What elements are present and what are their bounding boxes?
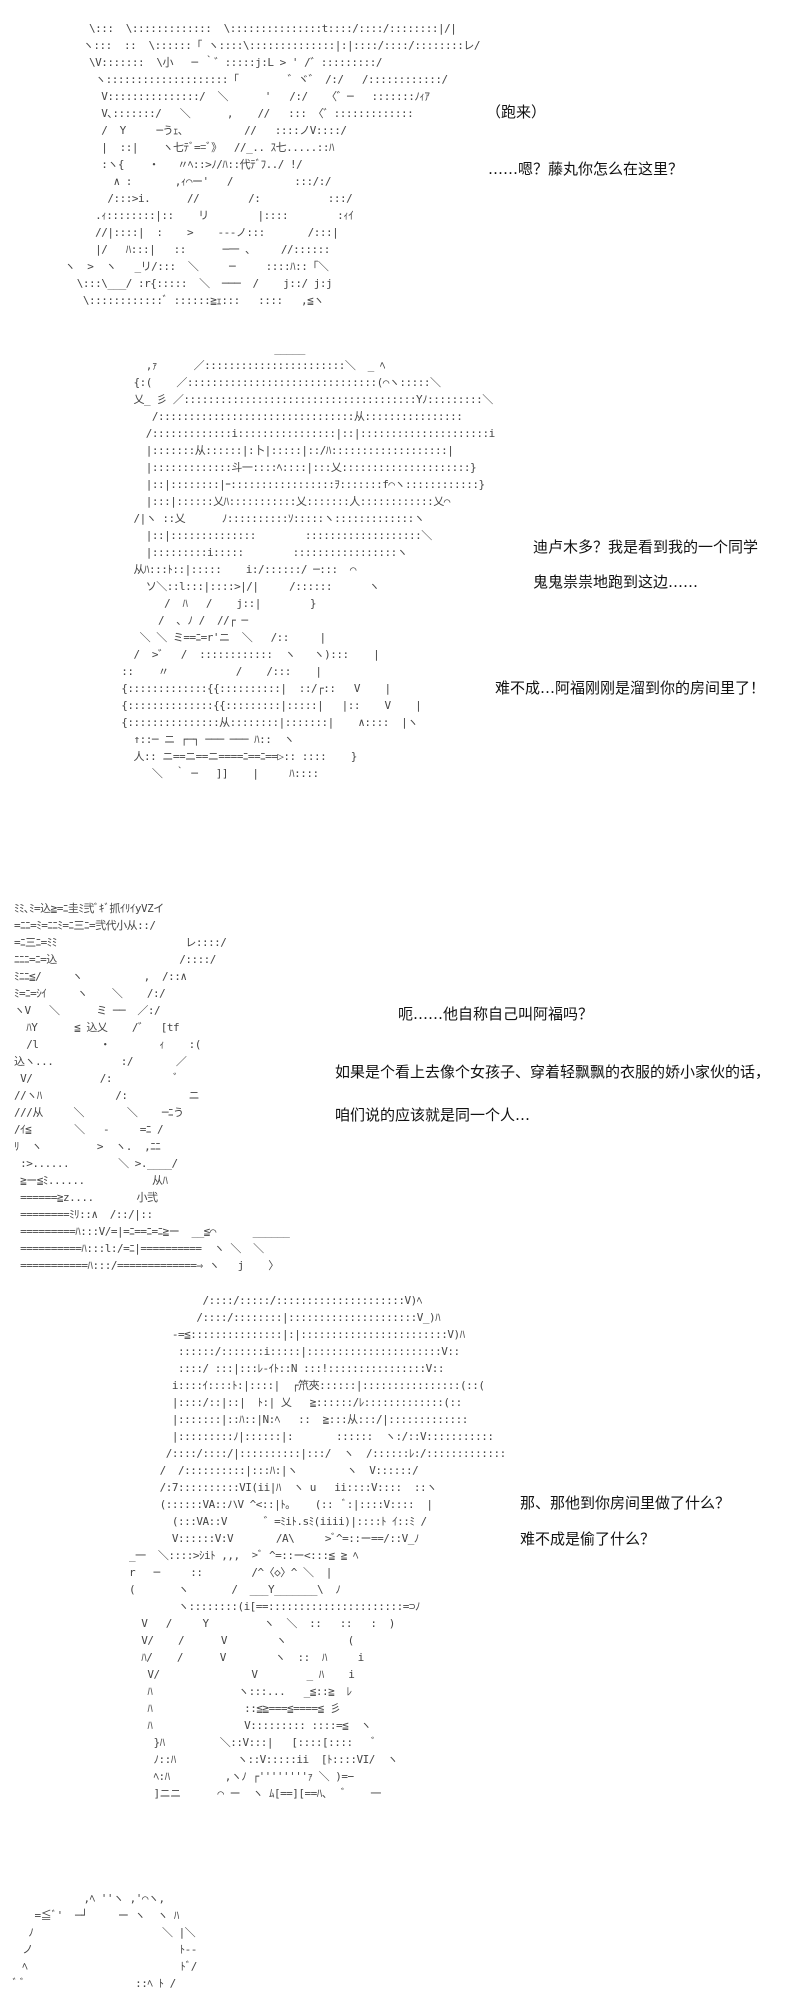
dialogue-line: 鬼鬼祟祟地跑到这边…… <box>533 573 699 591</box>
panel-3: ﾐﾐ､ﾐ=込≧=ﾆ圭ﾐ弐ﾞｷﾞ抓ｲﾘｲyVZイ =ﾆﾆ=ﾐ=ﾆﾆﾐ=ﾆ三ﾆ=弐代… <box>0 900 800 1280</box>
ascii-art-figure: /::::/:::::/:::::::::::::::::::::V)ﾍ /::… <box>128 1294 506 1800</box>
dialogue-line: 难不成是偷了什么？ <box>520 1530 656 1548</box>
dialogue-line: 咱们说的应该就是同一个人… <box>335 1106 531 1124</box>
dialogue-line: 那、那他到你房间里做了什么？ <box>520 1494 731 1512</box>
dialogue-line: 难不成…阿福刚刚是溜到你的房间里了！ <box>495 679 766 697</box>
ascii-art-figure: _____ ,ｧ ／:::::::::::::::::::::::＼ _ ﾍ {… <box>121 342 495 780</box>
ascii-art-figure: ,ﾍ ''ヽ ,'⌒ヽ, =≦ﾞ' ─┘ ー ヽ ヽ ﾊ ﾉ ＼ |＼ ノ ﾄ-… <box>10 1892 197 1990</box>
dialogue-line: 呃……他自称自己叫阿福吗？ <box>398 1005 594 1023</box>
panel-5: ,ﾍ ''ヽ ,'⌒ヽ, =≦ﾞ' ─┘ ー ヽ ヽ ﾊ ﾉ ＼ |＼ ノ ﾄ-… <box>0 1890 800 2000</box>
panel-4: /::::/:::::/:::::::::::::::::::::V)ﾍ /::… <box>0 1260 800 1820</box>
ascii-art-figure: \::: \::::::::::::: \:::::::::::::::t:::… <box>64 22 480 307</box>
ascii-art-figure: ﾐﾐ､ﾐ=込≧=ﾆ圭ﾐ弐ﾞｷﾞ抓ｲﾘｲyVZイ =ﾆﾆ=ﾐ=ﾆﾆﾐ=ﾆ三ﾆ=弐代… <box>14 902 290 1272</box>
dialogue-line: 如果是个看上去像个女孩子、穿着轻飘飘的衣服的娇小家伙的话， <box>335 1063 771 1081</box>
panel-1: \::: \::::::::::::: \:::::::::::::::t:::… <box>0 0 800 330</box>
panel-2: _____ ,ｧ ／:::::::::::::::::::::::＼ _ ﾍ {… <box>0 340 800 900</box>
dialogue-line: （跑来） <box>486 103 547 121</box>
dialogue-line: ……嗯？藤丸你怎么在这里？ <box>488 160 684 178</box>
dialogue-line: 迪卢木多？我是看到我的一个同学 <box>533 538 759 556</box>
